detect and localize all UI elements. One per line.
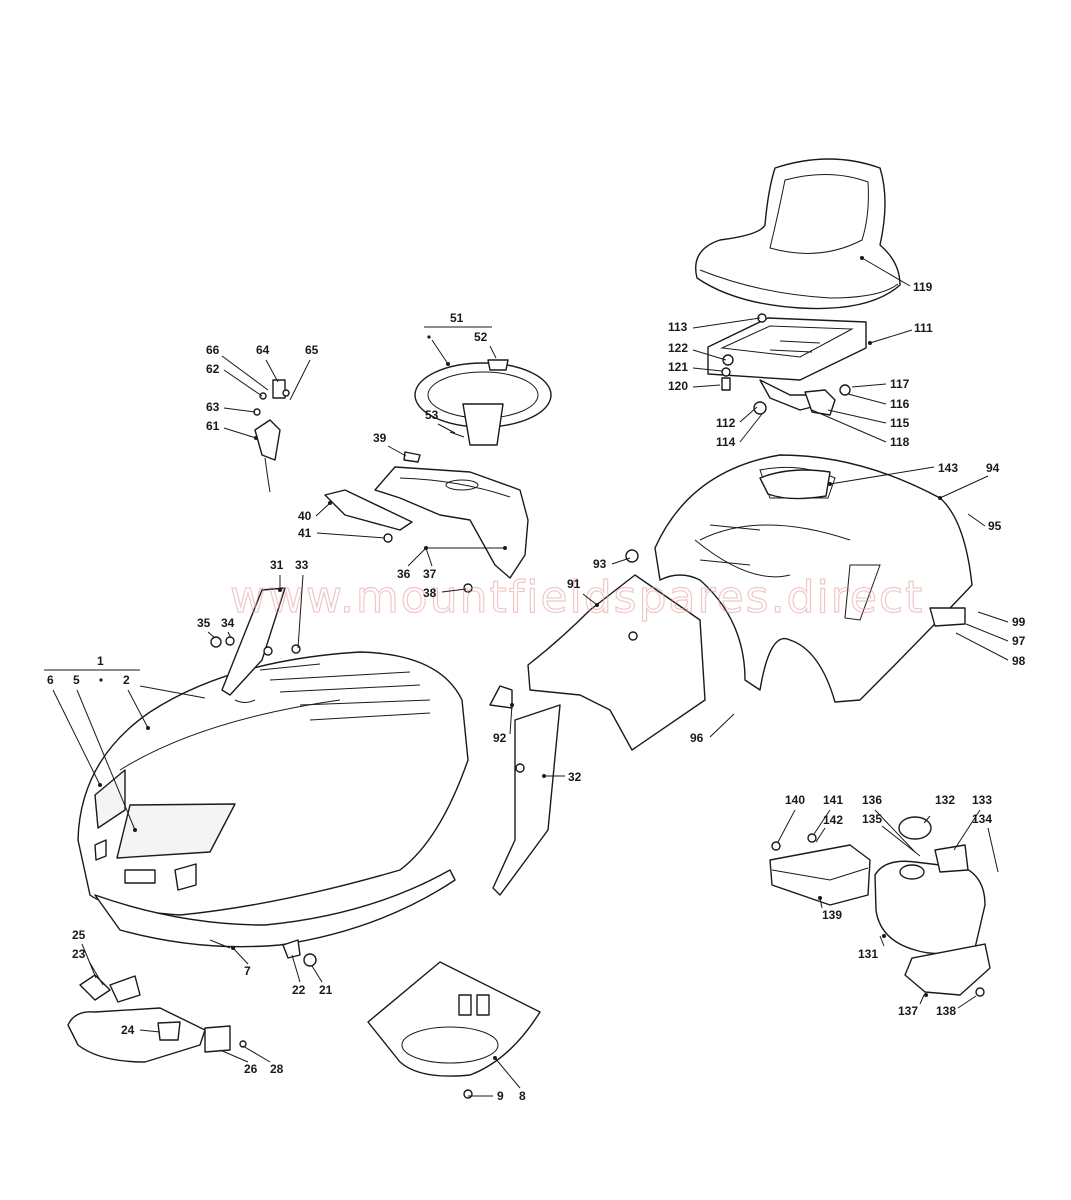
hood bbox=[77, 651, 469, 916]
callout-116: 116 bbox=[890, 397, 910, 411]
callout-34: 34 bbox=[221, 616, 235, 630]
hood-bracket-left bbox=[221, 587, 286, 696]
callout-118: 118 bbox=[890, 435, 910, 449]
bolt-140 bbox=[771, 841, 781, 851]
watermark: www.mountfieldspares.direct bbox=[230, 572, 924, 623]
clip-92 bbox=[489, 685, 513, 709]
callout-layer: 1 6 5 2 7 31 33 34 35 32 92 22 21 25 bbox=[44, 256, 1026, 1103]
callout-112: 112 bbox=[716, 416, 736, 430]
callout-65: 65 bbox=[305, 343, 319, 357]
callout-62: 62 bbox=[206, 362, 220, 376]
callout-33: 33 bbox=[295, 558, 309, 572]
callout-114: 114 bbox=[716, 435, 736, 449]
seat bbox=[695, 158, 901, 310]
callout-5: 5 bbox=[73, 673, 80, 687]
fuel-cap bbox=[898, 816, 932, 840]
tank-bracket bbox=[934, 844, 969, 873]
callout-25: 25 bbox=[72, 928, 86, 942]
callout-22: 22 bbox=[292, 983, 306, 997]
hood-base bbox=[94, 869, 456, 949]
callout-24: 24 bbox=[121, 1023, 135, 1037]
callout-35: 35 bbox=[197, 616, 211, 630]
callout-31: 31 bbox=[270, 558, 284, 572]
callout-40: 40 bbox=[298, 509, 312, 523]
callout-64: 64 bbox=[256, 343, 270, 357]
callout-94: 94 bbox=[986, 461, 1000, 475]
callout-119: 119 bbox=[913, 280, 933, 294]
front-bumper bbox=[67, 974, 247, 1063]
fuel-tank bbox=[874, 860, 991, 996]
callout-9: 9 bbox=[497, 1089, 504, 1103]
callout-39: 39 bbox=[373, 431, 387, 445]
callout-32: 32 bbox=[568, 770, 582, 784]
callout-1: 1 bbox=[97, 654, 104, 668]
callout-6: 6 bbox=[47, 673, 54, 687]
callout-66: 66 bbox=[206, 343, 220, 357]
callout-111: 111 bbox=[914, 321, 933, 335]
washer-141 bbox=[807, 833, 817, 843]
callout-98: 98 bbox=[1012, 654, 1026, 668]
callout-141: 141 bbox=[823, 793, 843, 807]
callout-61: 61 bbox=[206, 419, 220, 433]
callout-96: 96 bbox=[690, 731, 704, 745]
callout-97: 97 bbox=[1012, 634, 1026, 648]
callout-2: 2 bbox=[123, 673, 130, 687]
callout-91: 91 bbox=[567, 577, 581, 591]
nut-35 bbox=[210, 636, 222, 648]
bolt-21-22 bbox=[282, 939, 317, 967]
callout-138: 138 bbox=[936, 1004, 956, 1018]
callout-53: 53 bbox=[425, 408, 439, 422]
callout-122: 122 bbox=[668, 341, 688, 355]
callout-133: 133 bbox=[972, 793, 992, 807]
bottom-cover bbox=[367, 961, 541, 1099]
callout-131: 131 bbox=[858, 947, 878, 961]
callout-36: 36 bbox=[397, 567, 411, 581]
callout-143: 143 bbox=[938, 461, 958, 475]
callout-139: 139 bbox=[822, 908, 842, 922]
callout-38: 38 bbox=[423, 586, 437, 600]
callout-28: 28 bbox=[270, 1062, 284, 1076]
callout-52: 52 bbox=[474, 330, 488, 344]
dash-console bbox=[324, 451, 529, 593]
callout-95: 95 bbox=[988, 519, 1002, 533]
callout-23: 23 bbox=[72, 947, 86, 961]
washer-34 bbox=[225, 636, 235, 646]
callout-136: 136 bbox=[862, 793, 882, 807]
callout-99: 99 bbox=[1012, 615, 1026, 629]
callout-51: 51 bbox=[450, 311, 464, 325]
callout-135: 135 bbox=[862, 812, 882, 826]
callout-115: 115 bbox=[890, 416, 910, 430]
bolt-33 bbox=[291, 644, 301, 654]
callout-117: 117 bbox=[890, 377, 910, 391]
steering-wheel bbox=[414, 359, 552, 446]
callout-21: 21 bbox=[319, 983, 333, 997]
callout-63: 63 bbox=[206, 400, 220, 414]
callout-93: 93 bbox=[593, 557, 607, 571]
callout-7: 7 bbox=[244, 964, 251, 978]
callout-120: 120 bbox=[668, 379, 688, 393]
callout-121: 121 bbox=[668, 360, 688, 374]
callout-26: 26 bbox=[244, 1062, 258, 1076]
callout-134: 134 bbox=[972, 812, 992, 826]
callout-8: 8 bbox=[519, 1089, 526, 1103]
bolt-138 bbox=[975, 987, 985, 997]
throttle-assembly bbox=[253, 379, 290, 493]
foot-shroud bbox=[527, 549, 706, 751]
rear-tray bbox=[759, 469, 831, 500]
seat-plate bbox=[707, 313, 867, 416]
hood-bracket-right bbox=[492, 704, 561, 896]
callout-113: 113 bbox=[668, 320, 688, 334]
callout-132: 132 bbox=[935, 793, 955, 807]
callout-37: 37 bbox=[423, 567, 437, 581]
callout-92: 92 bbox=[493, 731, 507, 745]
battery-cover bbox=[769, 844, 871, 906]
callout-142: 142 bbox=[823, 813, 843, 827]
callout-41: 41 bbox=[298, 526, 312, 540]
rear-fender bbox=[654, 454, 973, 703]
callout-140: 140 bbox=[785, 793, 805, 807]
callout-137: 137 bbox=[898, 1004, 918, 1018]
